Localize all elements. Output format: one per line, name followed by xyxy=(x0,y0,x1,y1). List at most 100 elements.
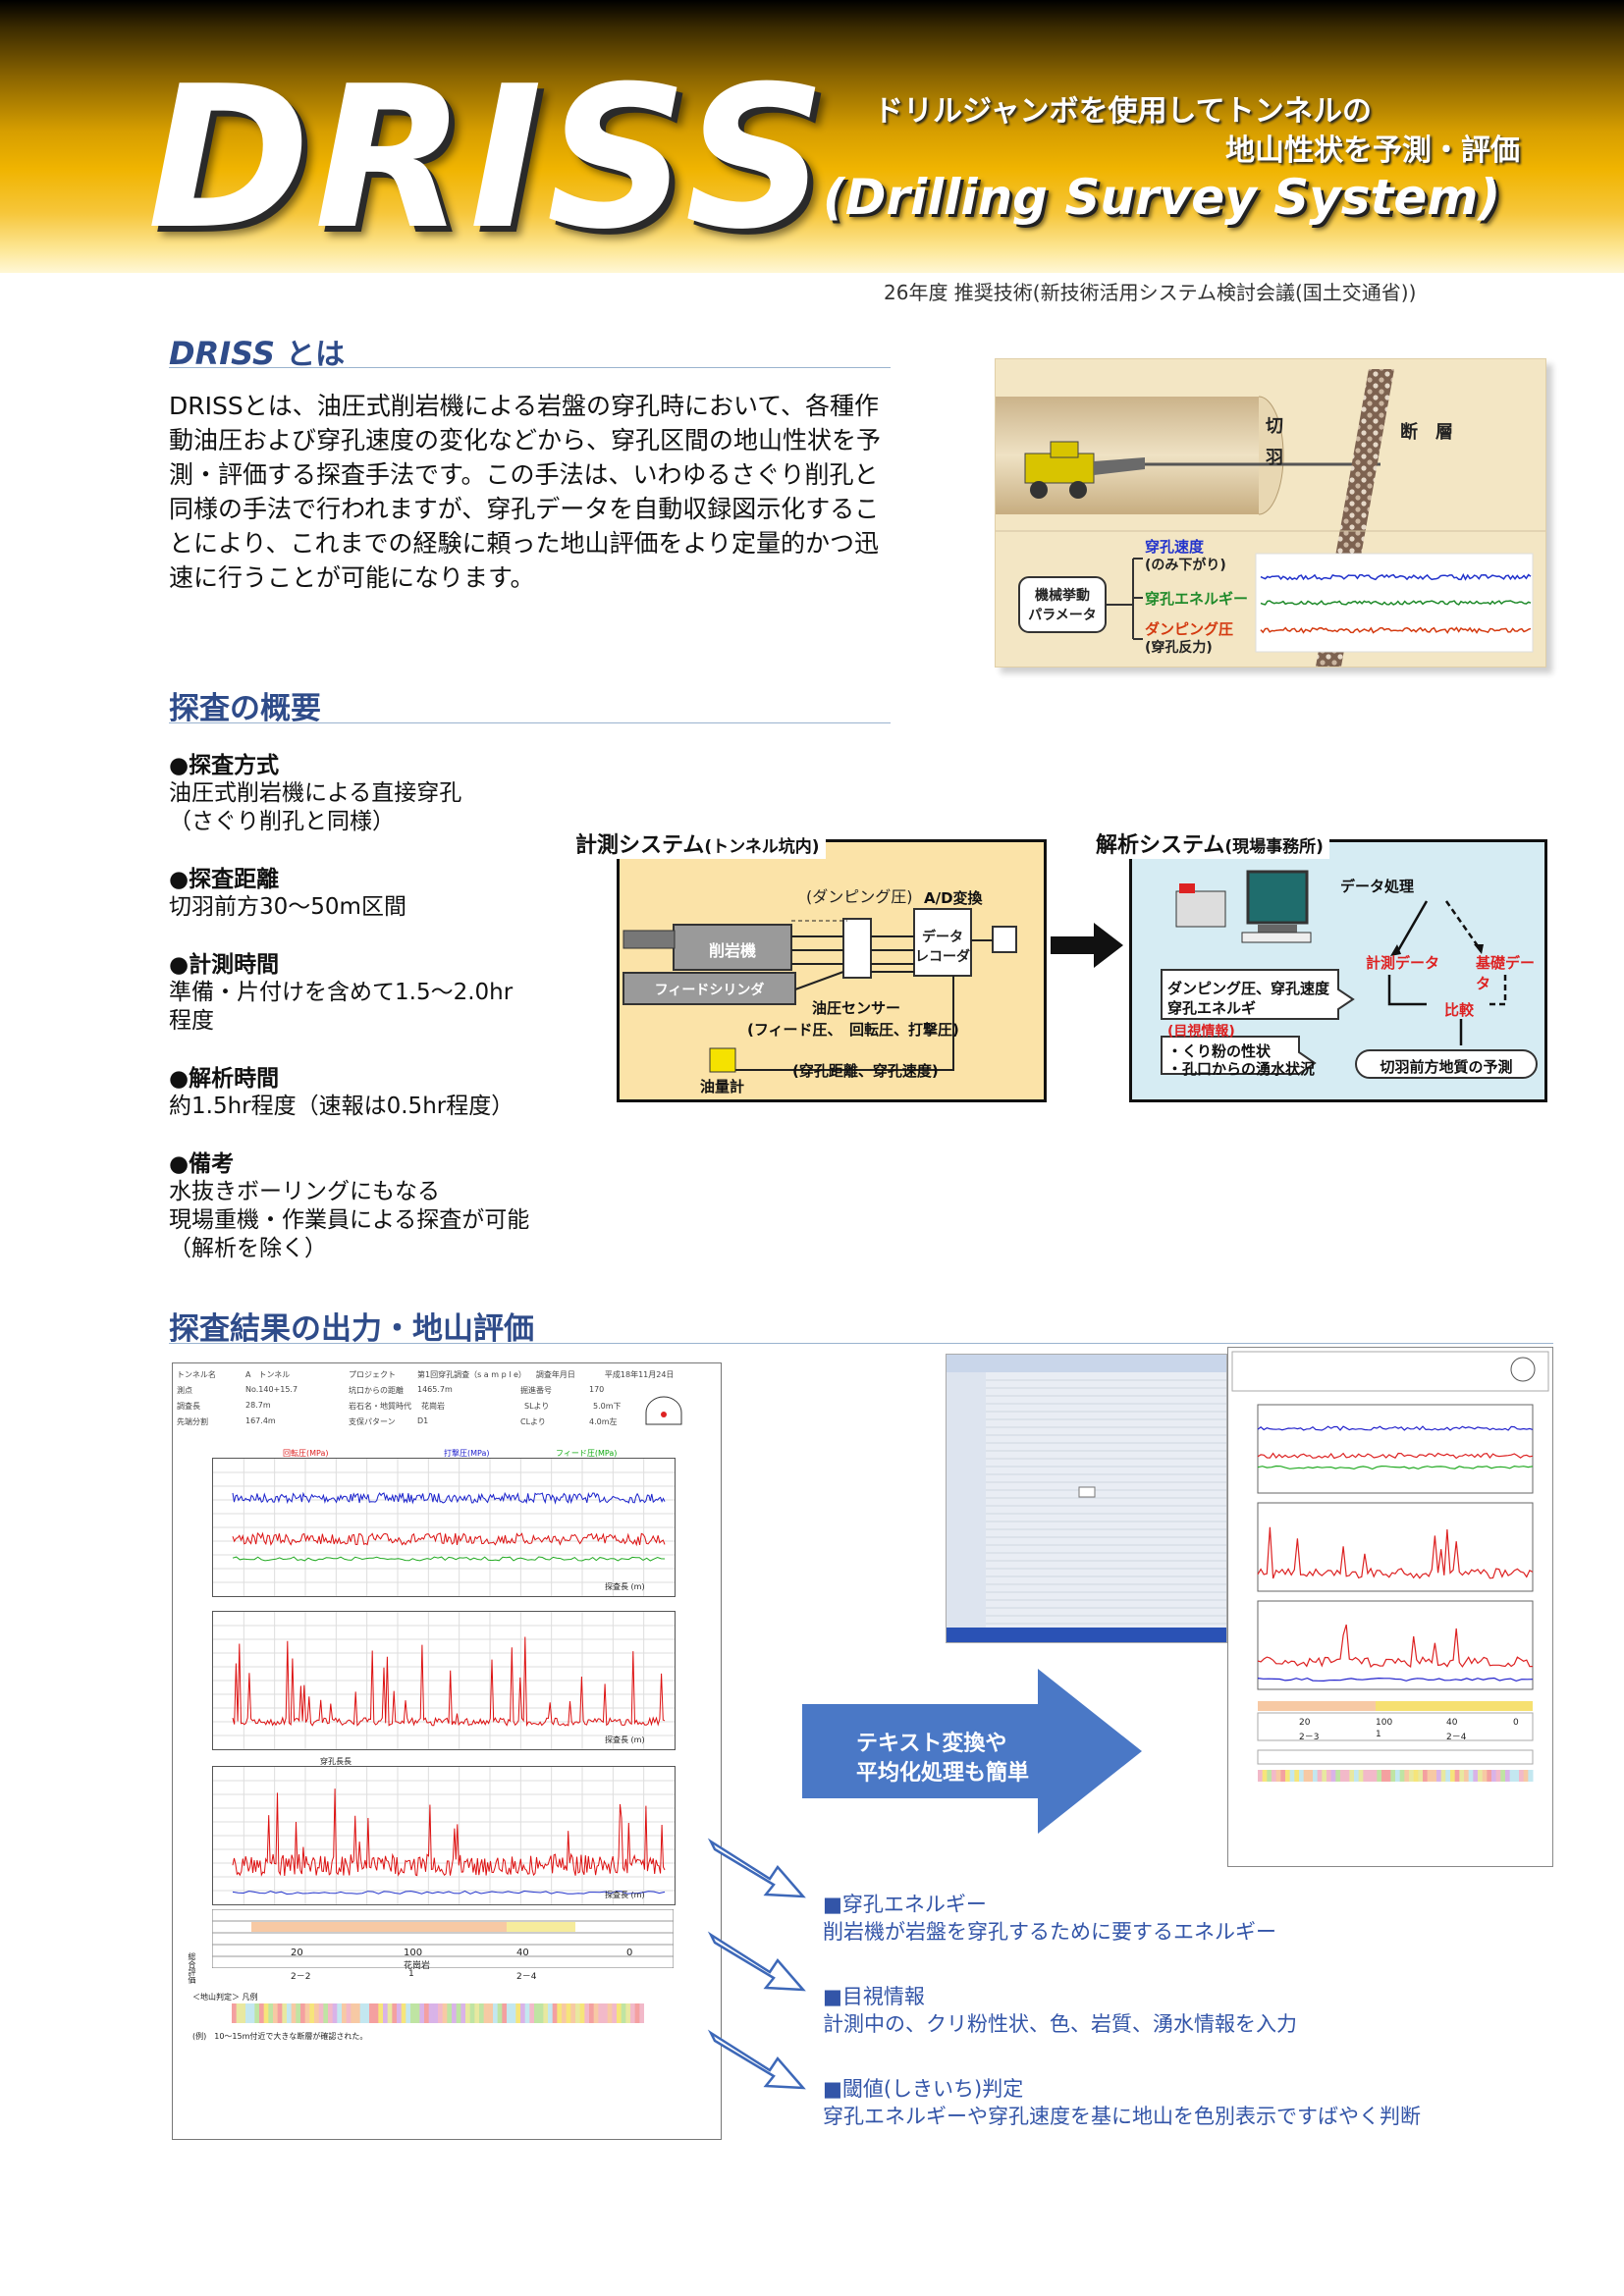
judgement-cell xyxy=(433,2003,439,2023)
judgement-cell xyxy=(617,2003,623,2023)
report-cell: 支保パターン xyxy=(349,1417,396,1426)
callout-arrow-2 xyxy=(707,1931,806,1992)
judgement-cell xyxy=(410,2003,416,2023)
judgement-cell xyxy=(1390,1770,1396,1782)
judgement-cell xyxy=(419,2003,425,2023)
visual-info-title: (目視情報) xyxy=(1167,1024,1235,1040)
judgement-cell xyxy=(378,2003,384,2023)
prediction-label: 切羽前方地質の予測 xyxy=(1380,1058,1513,1076)
speed-title: 穿孔速度 xyxy=(1145,538,1205,556)
judgement-cell xyxy=(1289,1770,1295,1782)
judgement-cell xyxy=(575,2003,581,2023)
judgement-cell xyxy=(291,2003,297,2023)
judgement-cell xyxy=(346,2003,352,2023)
judgement-cell xyxy=(598,2003,604,2023)
face-label-2: 羽 xyxy=(1266,448,1283,468)
judgement-cell xyxy=(364,2003,370,2023)
judgement-cell xyxy=(493,2003,499,2023)
about-heading-logo: DRISS xyxy=(169,335,276,372)
judgement-cell xyxy=(245,2003,251,2023)
judgement-cell xyxy=(359,2003,365,2023)
overview-item-line: 水抜きボーリングにもなる xyxy=(169,1179,440,1204)
analysis-flow xyxy=(1161,870,1538,1079)
visual-info-1: ・くり粉の性状 xyxy=(1167,1042,1272,1060)
damping-title: ダンピング圧 xyxy=(1145,620,1234,638)
about-heading-suffix: とは xyxy=(286,338,346,372)
about-rule xyxy=(169,367,891,368)
judgement-cell xyxy=(447,2003,453,2023)
judgement-cell xyxy=(438,2003,444,2023)
judgement-cell xyxy=(474,2003,480,2023)
judgement-cell xyxy=(328,2003,334,2023)
recorder-line-1: データ xyxy=(922,930,963,945)
conversion-arrow xyxy=(802,1669,1142,1834)
judgement-cell xyxy=(1399,1770,1405,1782)
judgement-cell xyxy=(314,2003,320,2023)
judgement-cell xyxy=(483,2003,489,2023)
overview-item-line: （さぐり削孔と同様） xyxy=(169,809,395,834)
judgement-cell xyxy=(1509,1770,1515,1782)
judgement-cell xyxy=(1335,1770,1341,1782)
judgement-cell xyxy=(543,2003,549,2023)
judgement-cell xyxy=(552,2003,558,2023)
processed-report-illustration xyxy=(1231,1351,1549,1782)
tagline-line-2: 地山性状を予測・評価 xyxy=(1225,133,1520,168)
judgement-cell xyxy=(296,2003,301,2023)
calc-line-1: ダンピング圧、穿孔速度 xyxy=(1167,980,1330,997)
report-cell: 先端分割 xyxy=(177,1417,208,1426)
face-label-1: 切 xyxy=(1266,416,1283,437)
drilling-energy-series xyxy=(232,1789,666,1877)
overview-item-label: ●探査方式 xyxy=(169,753,280,778)
base-data-label: 基礎データ xyxy=(1476,954,1536,992)
overview-item-label: ●備考 xyxy=(169,1151,235,1177)
plot1-legend-3: フィード圧(MPa) xyxy=(556,1449,618,1458)
arrow-text-line-2: 平均化処理も簡単 xyxy=(856,1761,1030,1786)
param-box-line-2: パラメータ xyxy=(1028,608,1097,623)
anal-sub: (現場事務所) xyxy=(1224,837,1324,857)
note-threshold-body: 穿孔エネルギーや穿孔速度を基に地山を色別表示ですばやく判断 xyxy=(823,2105,1421,2128)
eval-code-1: 2－2 xyxy=(291,1972,311,1982)
judgement-cell xyxy=(639,2003,644,2023)
overview-item: ●解析時間約1.5hr程度（速報は0.5hr程度） xyxy=(169,1059,591,1121)
judgement-cell xyxy=(318,2003,324,2023)
judgement-cell xyxy=(323,2003,329,2023)
report-cell: 28.7m xyxy=(245,1401,271,1410)
report-cell: 花崗岩 xyxy=(421,1402,445,1411)
rock-name: 花崗岩 xyxy=(404,1961,431,1971)
overview-item-line: 準備・片付けを含めて1.5～2.0hr xyxy=(169,980,514,1005)
overview-item: ●探査方式油圧式削岩機による直接穿孔（さぐり削孔と同様） xyxy=(169,746,591,836)
header-banner xyxy=(0,0,1624,273)
system-full-name: (Drilling Survey System) xyxy=(823,169,1501,226)
plot1-xlabel: 探査長 (m) xyxy=(605,1582,645,1591)
report-cell: 170 xyxy=(589,1385,605,1394)
judgement-cell xyxy=(268,2003,274,2023)
damping-trace xyxy=(1260,626,1532,634)
report-cell: D1 xyxy=(417,1416,429,1425)
report-cell: 測点 xyxy=(177,1386,192,1395)
callout-arrow-1 xyxy=(707,1838,806,1898)
measured-data-label: 計測データ xyxy=(1366,954,1440,972)
judgement-cell xyxy=(369,2003,375,2023)
driss-logo: DRISS xyxy=(147,44,831,273)
judgement-cell xyxy=(515,2003,521,2023)
judgement-cell xyxy=(452,2003,458,2023)
report-cell: A トンネル xyxy=(245,1370,291,1379)
eval-value-2: 100 xyxy=(404,1948,423,1958)
judgement-cell xyxy=(497,2003,503,2023)
judgement-cell xyxy=(236,2003,242,2023)
drilling-length-series xyxy=(232,1890,666,1896)
report-cell: 平成18年11月24日 xyxy=(604,1370,675,1379)
overview-item-label: ●計測時間 xyxy=(169,952,280,978)
judgement-cell xyxy=(1418,1770,1424,1782)
judgement-cell xyxy=(373,2003,379,2023)
r2-value-4: 0 xyxy=(1513,1718,1519,1728)
judgement-cell xyxy=(524,2003,530,2023)
judgement-cell xyxy=(1358,1770,1364,1782)
report-cell: 坑口からの距離 xyxy=(349,1386,404,1395)
compare-label: 比較 xyxy=(1444,1001,1475,1019)
judgement-cell xyxy=(1487,1770,1492,1782)
judgement-cell xyxy=(387,2003,393,2023)
report-cell: CLより xyxy=(520,1417,546,1426)
